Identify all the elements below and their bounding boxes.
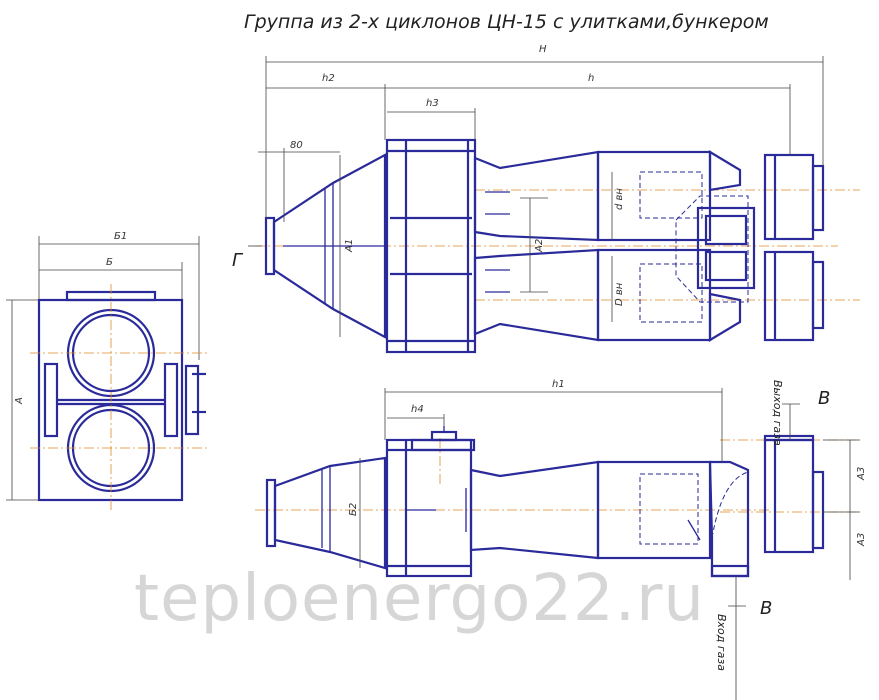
watermark: teploenergo22.ru bbox=[134, 562, 705, 636]
side-hopper-box bbox=[385, 438, 473, 578]
cyclone-2-cone bbox=[473, 248, 600, 342]
dim-80: 80 bbox=[290, 140, 303, 151]
dim-A1: A1 bbox=[344, 239, 355, 253]
cyclone-1-cone bbox=[473, 150, 600, 242]
dim-h1: h1 bbox=[552, 379, 565, 390]
dim-h4: h4 bbox=[411, 404, 424, 415]
dim-A: A bbox=[14, 397, 25, 405]
view-mark-g: Г bbox=[232, 250, 244, 271]
outlet-flange-2 bbox=[763, 250, 815, 342]
outlet-label: Выход газа bbox=[771, 380, 784, 446]
dim-A2: A2 bbox=[534, 239, 545, 253]
scroll-window bbox=[696, 206, 756, 290]
top-view: H h2 h h3 80 A1 A2 d вн D вн Г bbox=[232, 44, 860, 354]
dim-h3: h3 bbox=[426, 98, 439, 109]
side-inlet-flange bbox=[265, 478, 277, 548]
end-view: Б1 Б A bbox=[6, 231, 210, 510]
drawing-title: Группа из 2-х циклонов ЦН-15 с улитками,… bbox=[244, 11, 769, 33]
view-mark-v-top: В bbox=[818, 388, 830, 409]
dim-B1: Б1 bbox=[114, 231, 127, 242]
dim-B: Б bbox=[106, 257, 113, 268]
dim-dvn: d вн bbox=[614, 188, 625, 210]
hopper-box bbox=[385, 138, 477, 354]
dim-H: H bbox=[539, 44, 547, 55]
outlet-flange-1 bbox=[763, 153, 815, 241]
inlet-label: Вход газа bbox=[715, 614, 728, 671]
side-view: h1 h4 Б2 A3 A3 В Выход газа В Вход газа bbox=[255, 379, 867, 700]
dim-A3-top: A3 bbox=[856, 467, 867, 481]
dim-B2: Б2 bbox=[348, 503, 359, 516]
view-mark-v-bottom: В bbox=[760, 598, 772, 619]
dim-h: h bbox=[588, 73, 594, 84]
side-outlet-flange bbox=[763, 438, 815, 554]
dim-h2: h2 bbox=[322, 73, 335, 84]
side-cyclone-body bbox=[596, 460, 712, 560]
top-hatch bbox=[410, 438, 476, 452]
dim-A3-bottom: A3 bbox=[856, 533, 867, 547]
dim-Dvn: D вн bbox=[614, 282, 625, 306]
